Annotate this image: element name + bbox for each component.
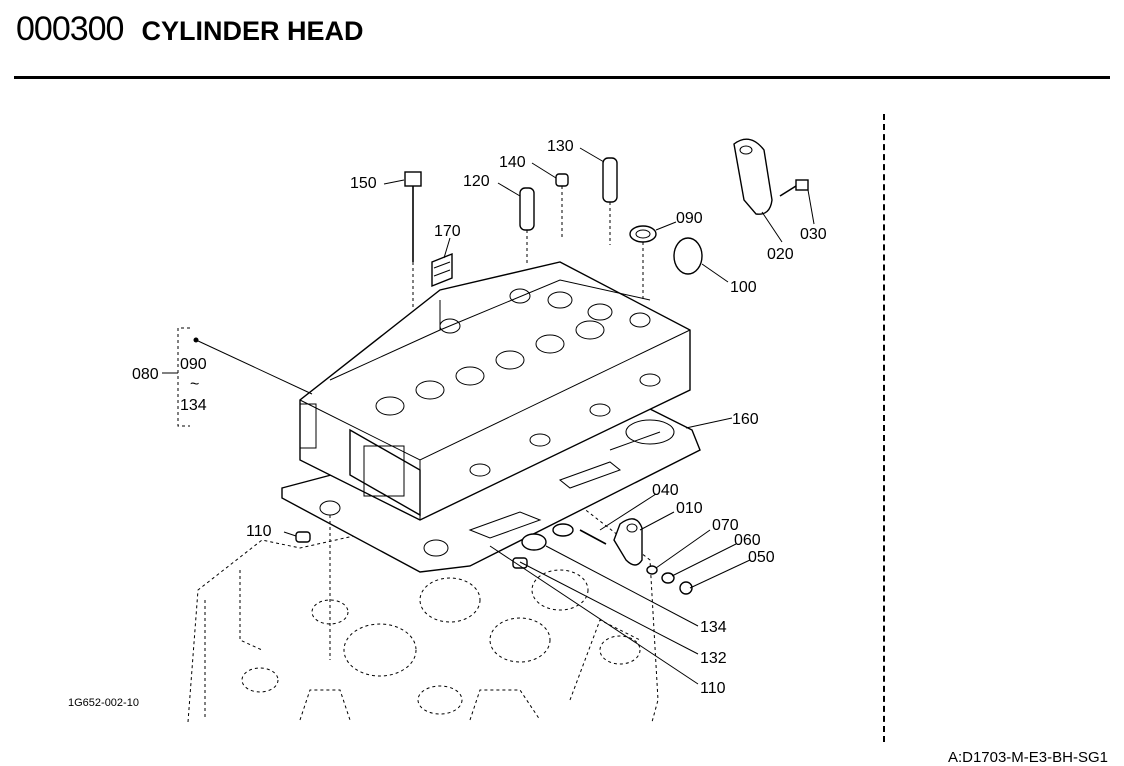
leader-lines [162, 147, 815, 685]
group-range-start: 090 [180, 356, 207, 373]
cap-100-drawing [673, 237, 703, 275]
callout-090: 090 [676, 210, 703, 227]
callout-120: 120 [463, 173, 490, 190]
callout-132: 132 [700, 650, 727, 667]
callout-134: 134 [700, 619, 727, 636]
page-header: 000300 CYLINDER HEAD [16, 10, 363, 54]
group-label: 080 [132, 366, 159, 383]
figure-reference: 1G652-002-10 [68, 697, 139, 709]
sleeve-120-drawing [519, 187, 535, 265]
hook-020-drawing [733, 138, 773, 215]
section-code: 000300 [16, 10, 124, 48]
callout-110-lower: 110 [700, 680, 726, 697]
plug-110-drawing [295, 531, 528, 569]
callout-110-upper: 110 [246, 523, 272, 540]
seal-134-drawing [521, 533, 547, 551]
group-range-tilde: ~ [190, 376, 199, 393]
callout-140: 140 [499, 154, 526, 171]
bolt-150-drawing [404, 171, 422, 310]
callout-020: 020 [767, 246, 794, 263]
seal-090-drawing [629, 225, 657, 300]
callout-060: 060 [734, 532, 761, 549]
group-range-end: 134 [180, 397, 207, 414]
bolt-030-drawing [779, 179, 809, 197]
plate-170-drawing [431, 252, 453, 288]
callout-010: 010 [676, 500, 703, 517]
callout-160: 160 [732, 411, 759, 428]
group-bracket [177, 327, 313, 427]
washers-050-070-drawing [646, 565, 693, 595]
document-reference: A:D1703-M-E3-BH-SG1 [947, 749, 1108, 766]
callout-170: 170 [434, 223, 461, 240]
sleeve-130-drawing [602, 157, 618, 245]
exploded-parts-diagram: 150 170 120 140 130 090 100 020 030 160 … [132, 138, 827, 723]
callout-100: 100 [730, 279, 757, 296]
stud-040-drawing [552, 523, 607, 545]
callout-030: 030 [800, 226, 827, 243]
callout-070: 070 [712, 517, 739, 534]
callout-050: 050 [748, 549, 775, 566]
callout-150: 150 [350, 175, 377, 192]
section-title: CYLINDER HEAD [141, 16, 364, 46]
cylinder-head-drawing [299, 261, 691, 521]
column-divider [883, 114, 885, 742]
hook-010-drawing [613, 518, 643, 566]
plug-140-drawing [555, 173, 569, 240]
header-rule [14, 76, 1110, 79]
callout-130: 130 [547, 138, 574, 155]
callout-040: 040 [652, 482, 679, 499]
